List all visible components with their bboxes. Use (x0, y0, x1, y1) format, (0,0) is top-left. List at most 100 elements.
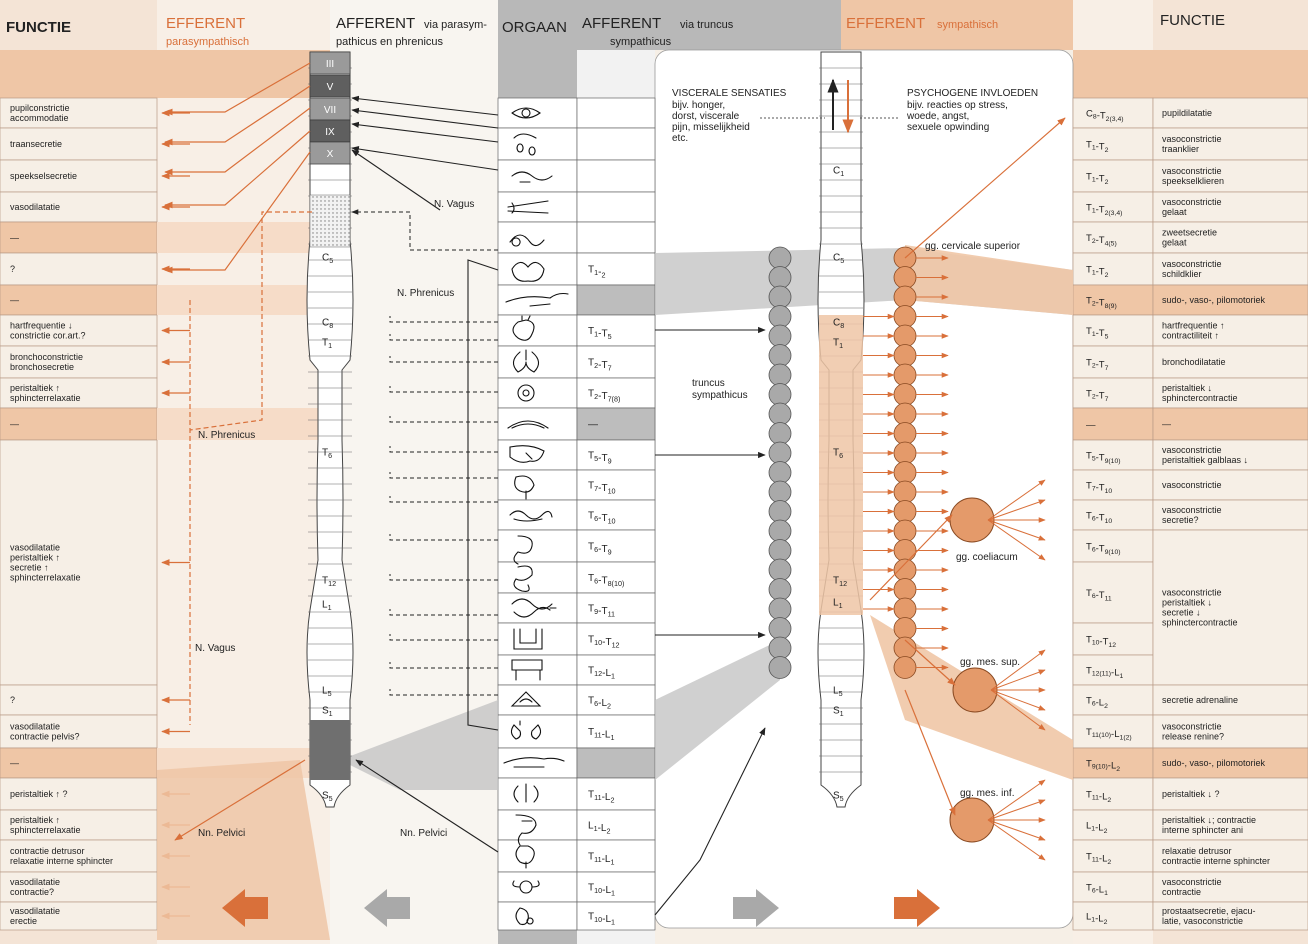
organ-icon (511, 171, 553, 183)
left-function-row (0, 159, 158, 193)
left-function-text-line: peristaltiek ↑ (10, 553, 60, 563)
organ-segment-text: T6-T9 (588, 542, 612, 557)
right-function-text-line: peristaltiek ↓ ? (1162, 789, 1220, 799)
right-function-text-line: contractie interne sphincter (1162, 856, 1270, 866)
organ-segment-text-part: L (601, 698, 607, 709)
right-segment-cell (1072, 901, 1154, 931)
afferent-chain-ganglion (768, 461, 792, 484)
right-segment-text-part: - (1096, 590, 1099, 601)
organ-segment-text-part: 2 (610, 796, 614, 805)
right-segment-text-part: T (1099, 513, 1105, 524)
organ-segment-text-part: 10 (594, 638, 602, 647)
right-segment-text-part: - (1111, 729, 1114, 740)
right-segment-text-part: 2 (1092, 238, 1096, 245)
efferent-para-band (157, 222, 330, 253)
prevertebral-output-arrow (987, 779, 1046, 821)
right-cord-label: S5 (833, 791, 844, 804)
organ-cell (497, 499, 578, 531)
prevertebral-ganglion (949, 497, 995, 543)
organ-cell (497, 622, 578, 656)
right-segment-text-part: 1 (1104, 890, 1108, 897)
organ-segment-cell (576, 127, 656, 161)
organ-segment-text: T11-L1 (588, 727, 614, 742)
right-cord-label-part: 5 (840, 256, 844, 265)
right-cord-label: T6 (833, 448, 843, 461)
gray-arrow-left-icon (364, 889, 410, 927)
organ-segment-text: T6-T10 (588, 511, 616, 526)
prevertebral-output-arrow (990, 649, 1046, 691)
label-n-vagus-top: N. Vagus (434, 199, 474, 210)
organ-segment-text-part: T (588, 542, 594, 553)
left-function-text: ? (10, 695, 15, 705)
left-function-row (0, 221, 158, 254)
psych-title: PSYCHOGENE INVLOEDEN (907, 88, 1038, 99)
right-segment-text-part: - (1096, 391, 1099, 402)
right-function-text: bronchodilatatie (1162, 357, 1226, 367)
right-segment-text-part: 1 (1092, 331, 1096, 338)
header-efferent-para: EFFERENT (166, 15, 245, 32)
right-segment-cell (1072, 407, 1154, 441)
organ-segment-text-part: - (602, 914, 605, 925)
organ-segment-text-part: - (598, 267, 601, 278)
afferent-chain-ganglion (768, 617, 792, 640)
organ-icon (509, 234, 545, 247)
efferent-chain-ganglion (893, 539, 917, 562)
organ-icon (511, 107, 541, 119)
right-function-row (1152, 684, 1308, 716)
left-function-row (0, 747, 158, 779)
right-segment-text-part: T (1099, 142, 1105, 153)
cranial-efferent-line (164, 85, 311, 146)
header-efferent-symp-sub: sympathisch (937, 19, 998, 31)
right-segment-text-part: 2 (1104, 919, 1108, 926)
organ-segment-text-part: L (588, 821, 594, 832)
right-cord-label-part: 1 (840, 169, 844, 178)
right-segment-text-part: T (1086, 295, 1092, 306)
pelvic-gray-fan (340, 700, 498, 790)
left-cord-label: T6 (322, 448, 332, 461)
right-segment-cell (1072, 377, 1154, 409)
afferent-chain-ganglion (768, 500, 792, 523)
right-segment-text-part: T (1086, 695, 1092, 706)
left-function-text: ? (10, 264, 15, 274)
right-function-text: prostaatsecretie, ejacu-latie, vasoconst… (1162, 906, 1256, 926)
right-segment-text-part: T (1099, 298, 1105, 309)
phrenic-afferent-line (351, 209, 498, 251)
right-segment-text-part: L (1114, 668, 1119, 679)
organ-segment-text-part: 1 (594, 268, 598, 277)
left-function-text: peristaltiek ↑sphincterrelaxatie (10, 383, 81, 403)
organ-segment-text: T10-T12 (588, 635, 620, 650)
right-function-text-line: traanklier (1162, 144, 1199, 154)
right-segment-text-part: 11 (1092, 795, 1099, 802)
right-segment-cell (1072, 314, 1154, 347)
organ-segment-text: T11-L2 (588, 790, 614, 805)
organ-icon (507, 420, 549, 429)
right-segment-text-part: T (1086, 758, 1092, 769)
organ-segment-text-part: 9 (608, 548, 612, 557)
organ-segment-text-part: - (602, 637, 605, 648)
left-function-text-line: bronchoconstrictie (10, 352, 83, 362)
right-function-text-line: peristaltiek galblaas ↓ (1162, 455, 1248, 465)
left-function-text-line: contractie detrusor (10, 846, 85, 856)
organ-icon (513, 133, 537, 156)
cranial-nucleus-label: IX (325, 127, 335, 138)
afferent-chain-ganglion (768, 441, 792, 465)
left-cord-label-part: 5 (328, 689, 332, 698)
right-segment-text: T10-T12 (1086, 634, 1116, 649)
left-function-row (0, 127, 158, 161)
left-cord-label-part: T (322, 576, 328, 587)
left-function-text-line: — (10, 233, 19, 243)
organ-segment-text: T10-L1 (588, 883, 615, 898)
right-segment-text-part: T (1086, 450, 1092, 461)
lower-gray-fan (655, 640, 780, 780)
right-segment-text: T11-L2 (1086, 851, 1111, 866)
right-segment-cell (1072, 499, 1154, 531)
organ-segment-cell (576, 97, 656, 129)
right-segment-text-part: T (1086, 510, 1092, 521)
organ-cell (497, 871, 578, 903)
left-function-text-line: accommodatie (10, 113, 69, 123)
left-function-text: — (10, 758, 19, 768)
prevertebral-output-arrow (987, 519, 1046, 541)
prevertebral-output-arrow (987, 479, 1046, 521)
